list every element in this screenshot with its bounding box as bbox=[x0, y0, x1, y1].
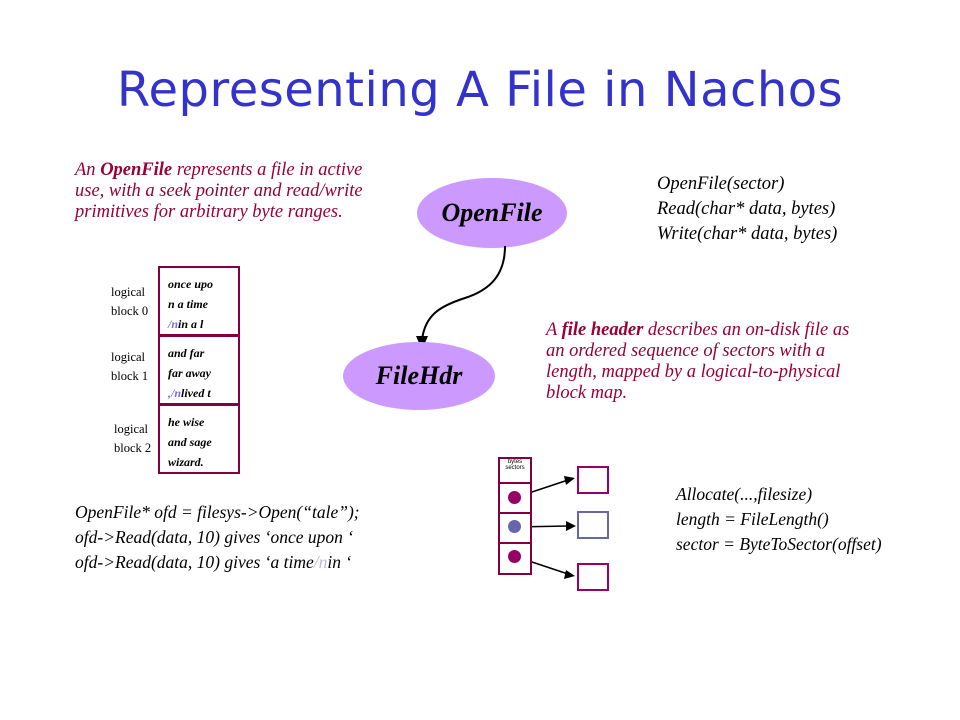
openfile-desc-prefix: An bbox=[75, 160, 101, 180]
openfile-api-line: OpenFile(sector) bbox=[657, 174, 785, 194]
openfile-ellipse: OpenFile bbox=[417, 178, 567, 248]
logical-block-label-line: block 2 bbox=[114, 441, 152, 455]
disk-sector-box bbox=[577, 511, 609, 539]
filehdr-ellipse: FileHdr bbox=[343, 342, 495, 410]
sector-pointer-dot bbox=[508, 520, 521, 533]
openfile-api-line: Write(char* data, bytes) bbox=[657, 224, 838, 244]
sector-map-header-line: sectors bbox=[505, 465, 525, 471]
block-text-line: far away bbox=[168, 366, 211, 380]
filehdr-api: Allocate(...,filesize) length = FileLeng… bbox=[676, 482, 882, 557]
slide-title: Representing A File in Nachos bbox=[116, 62, 844, 118]
block-text-line: n a time bbox=[168, 297, 209, 311]
logical-block-label-line: logical bbox=[111, 285, 146, 299]
logical-block-label-line: block 1 bbox=[111, 369, 149, 383]
openfile-desc-term: OpenFile bbox=[100, 160, 173, 180]
code-line: ofd->Read(data, 10) gives ‘a time/nin ‘ bbox=[75, 552, 352, 572]
filehdr-api-line: length = FileLength() bbox=[676, 509, 829, 529]
sector-pointer-dot bbox=[508, 550, 521, 563]
logical-block-label-line: logical bbox=[111, 350, 146, 364]
logical-block-1: and far far away ,/nlived t bbox=[158, 335, 240, 405]
openfile-desc-rest: represents a file in active use, with a … bbox=[75, 160, 363, 222]
logical-block-label: logical block 0 bbox=[111, 283, 148, 321]
block-text-line: and sage bbox=[168, 435, 212, 449]
sector-map-divider bbox=[498, 512, 532, 514]
logical-block-0: once upo n a time /nin a l bbox=[158, 266, 240, 336]
filehdr-api-line: Allocate(...,filesize) bbox=[676, 484, 813, 504]
filehdr-ellipse-label: FileHdr bbox=[375, 361, 463, 390]
block-text-line: /nin a l bbox=[168, 317, 204, 331]
filehdr-api-line: sector = ByteToSector(offset) bbox=[676, 534, 882, 554]
openfile-api-line: Read(char* data, bytes) bbox=[657, 199, 836, 219]
logical-block-label: logical block 1 bbox=[111, 348, 148, 386]
filehdr-desc-prefix: A bbox=[546, 320, 562, 340]
sector-map-divider bbox=[498, 482, 532, 484]
filehdr-description: A file header describes an on-disk file … bbox=[546, 320, 856, 404]
block-text-line: once upo bbox=[168, 277, 213, 291]
block-text-line: and far bbox=[168, 346, 205, 360]
filehdr-desc-term: file header bbox=[561, 320, 644, 340]
code-line: OpenFile* ofd = filesys->Open(“tale”); bbox=[75, 502, 360, 522]
code-line: ofd->Read(data, 10) gives ‘once upon ‘ bbox=[75, 527, 354, 547]
logical-block-label: logical block 2 bbox=[114, 420, 151, 458]
disk-sector-box bbox=[577, 466, 609, 494]
sector-pointer-dot bbox=[508, 491, 521, 504]
filehdr-desc-rest: describes an on-disk file as an ordered … bbox=[546, 320, 850, 403]
block-text-line: he wise bbox=[168, 415, 205, 429]
sector-map-header-line: bytes bbox=[507, 459, 523, 465]
openfile-api: OpenFile(sector) Read(char* data, bytes)… bbox=[657, 172, 837, 247]
sector-map-header: bytes sectors bbox=[500, 459, 530, 471]
block-text-line: ,/nlived t bbox=[168, 386, 211, 400]
logical-block-label-line: block 0 bbox=[111, 304, 149, 318]
logical-block-label-line: logical bbox=[114, 422, 149, 436]
block-text-line: wizard. bbox=[168, 455, 204, 469]
code-example: OpenFile* ofd = filesys->Open(“tale”); o… bbox=[75, 500, 360, 575]
logical-block-2: he wise and sage wizard. bbox=[158, 404, 240, 474]
openfile-description: An OpenFile represents a file in active … bbox=[75, 160, 385, 223]
disk-sector-box bbox=[577, 563, 609, 591]
sector-map-divider bbox=[498, 542, 532, 544]
openfile-ellipse-label: OpenFile bbox=[441, 198, 543, 227]
